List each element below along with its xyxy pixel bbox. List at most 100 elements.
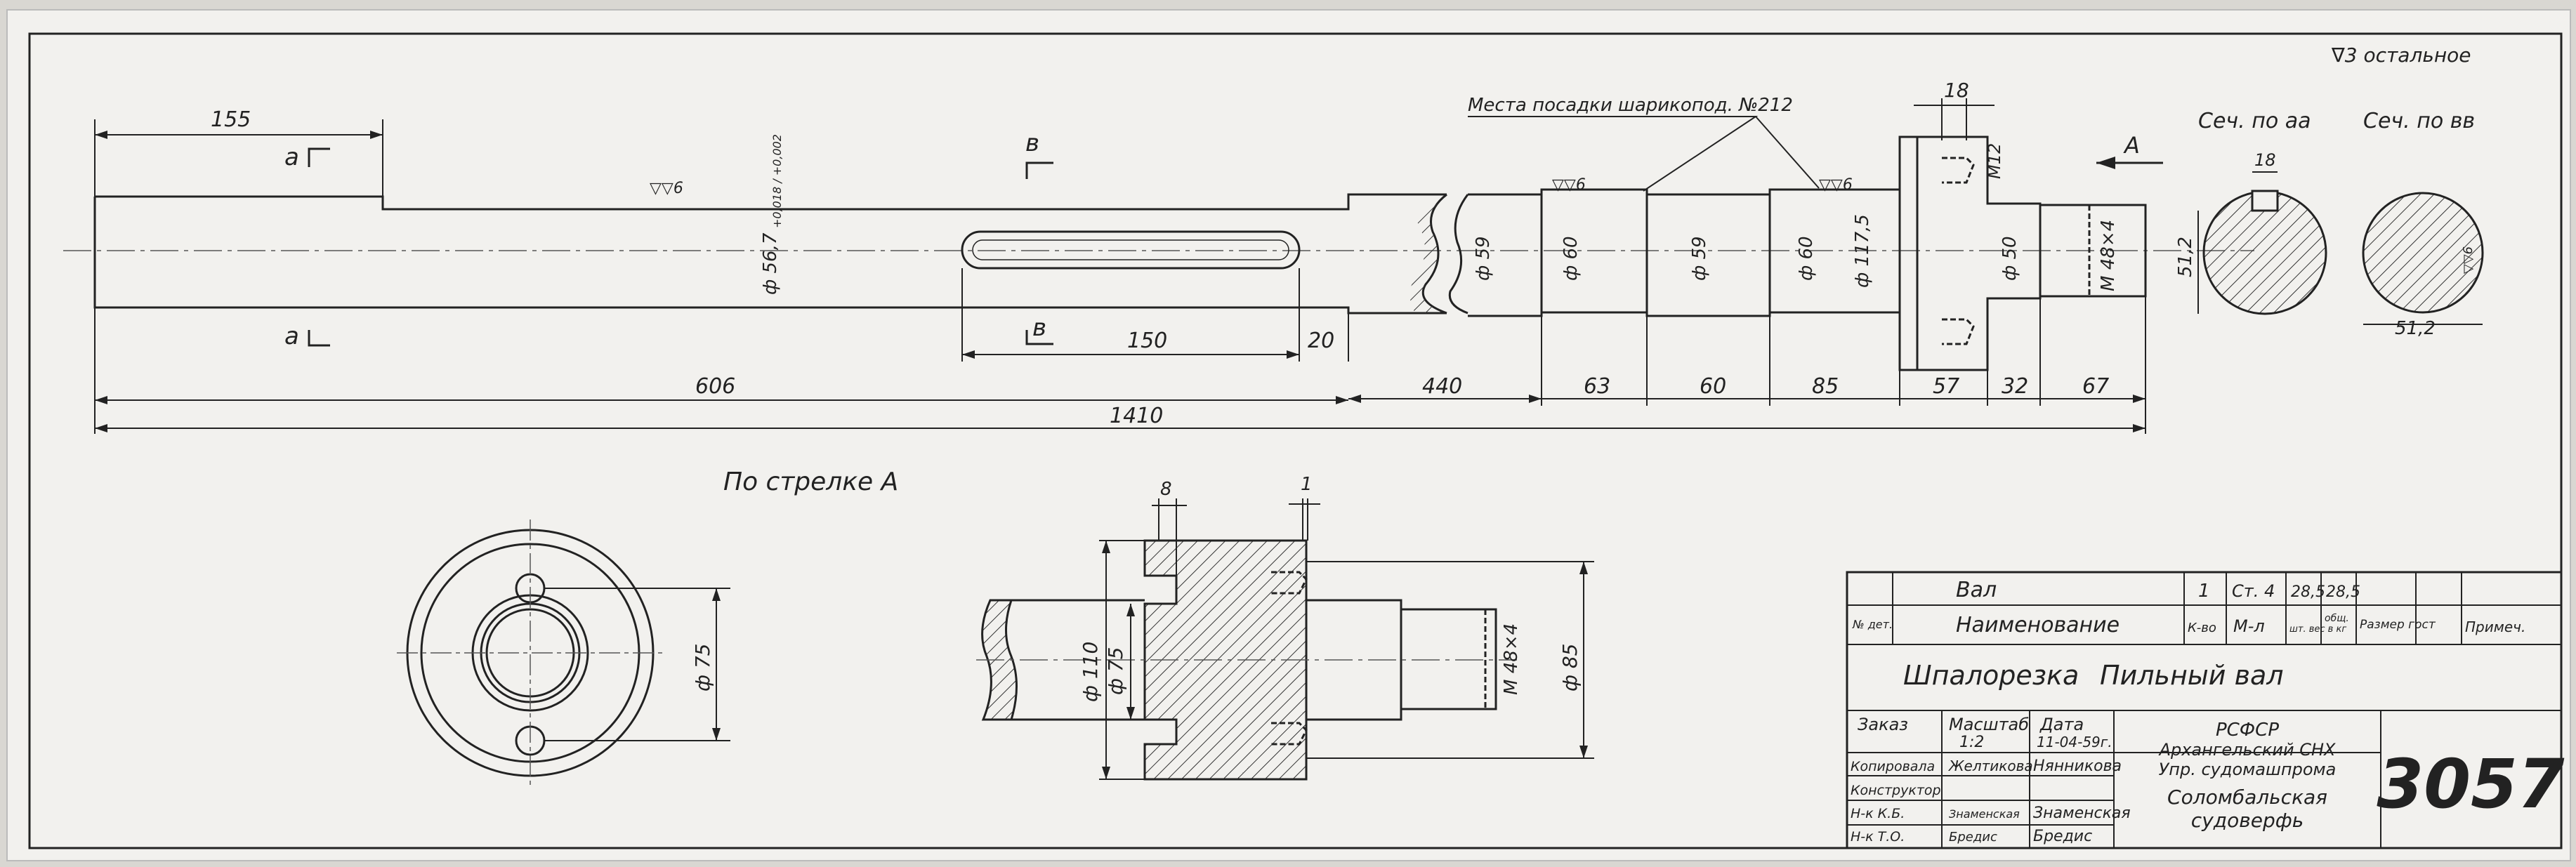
section-aa-512: 51,2 [2175, 237, 2196, 277]
tb-org-3: Упр. судомашпрома [2159, 760, 2337, 779]
roughness-mark-2: ▽▽6 [1552, 176, 1586, 194]
dia-59a: ф 59 [1473, 236, 1494, 281]
tb-weight-2: 28,5 [2326, 583, 2360, 601]
section-markers: а а в в A [284, 129, 2163, 350]
dia-567: ф 56,7 [760, 232, 781, 295]
tb-part: Пильный вал [2100, 660, 2284, 691]
section-aa-keyway [2251, 190, 2279, 212]
tb-mat-header: М-л [2233, 616, 2265, 636]
section-mark-a-bottom [308, 330, 330, 347]
dia-1175: ф 117,5 [1852, 214, 1873, 288]
break-hatch-left [1409, 194, 1447, 313]
section-mark-b-bottom [1025, 330, 1053, 345]
shaft-right-segment [1468, 135, 2147, 371]
section-bb-circle [2362, 192, 2484, 314]
tb-name-1: Нянникова [2033, 757, 2122, 775]
tb-signature-4: Бредис [1949, 830, 1997, 845]
view-arrow-label: A [2123, 132, 2140, 159]
thread-m48-flange: M 48×4 [1501, 623, 1522, 695]
roughness-note: ∇3 остальное [2331, 44, 2471, 67]
tb-scale: 1:2 [1959, 734, 1984, 751]
dim-60: 60 [1700, 374, 1726, 399]
dia-75b: ф 75 [691, 644, 714, 691]
dia-59b: ф 59 [1689, 236, 1710, 281]
dim-32: 32 [2002, 374, 2028, 399]
view-a-end: ф 75 [397, 519, 730, 786]
tb-role-copied: Копировала [1851, 759, 1935, 774]
tb-order: Заказ [1858, 715, 1908, 734]
section-aa: Сеч. по аа 18 51,2 [2175, 109, 2327, 315]
view-a-title: По стрелке A [723, 468, 898, 496]
section-aa-18: 18 [2254, 150, 2276, 170]
tb-signature-3: Знаменская [1949, 807, 2020, 821]
bearing-leader-2 [1755, 116, 1820, 189]
tb-name-4: Бредис [2033, 828, 2092, 845]
dim-1: 1 [1301, 474, 1313, 495]
tb-org-5: судоверфь [2191, 809, 2304, 832]
bearing-seat-note: Места посадки шарикопод. №212 [1468, 95, 1793, 116]
flange-holes [1271, 571, 1308, 746]
flange-section: ф 110 ф 75 M 48×4 ф 85 8 1 [976, 474, 1594, 781]
section-label-a-top: а [284, 143, 299, 171]
tb-date-header: Дата [2039, 715, 2084, 734]
tb-note-header: Примеч. [2465, 618, 2525, 635]
section-aa-title: Сеч. по аа [2198, 109, 2311, 133]
dim-440: 440 [1422, 374, 1462, 399]
drawing-frame [28, 32, 2563, 849]
dia-110: ф 110 [1079, 642, 1102, 702]
tb-size-header: Размер гост [2360, 618, 2436, 632]
tb-signature-1: Желтикова [1947, 757, 2033, 774]
section-bb-mark: ▽▽6 [2461, 246, 2476, 274]
tb-num-header: № дет. [1852, 618, 1893, 631]
tb-material: Ст. 4 [2232, 581, 2275, 601]
thread-m48-main: M 48×4 [2098, 220, 2119, 291]
dim-8: 8 [1160, 479, 1172, 500]
tb-role-designer: Конструктор [1851, 783, 1941, 798]
section-mark-b-top [1025, 161, 1053, 179]
roughness-mark-3: ▽▽6 [1819, 176, 1853, 194]
tb-role-head-to: Н-к Т.О. [1851, 829, 1905, 845]
main-dimensions: 155 606 1410 150 20 440 63 60 85 57 32 6… [94, 79, 2146, 434]
dim-m12: M12 [1985, 143, 2004, 179]
dim-67: 67 [2082, 374, 2109, 399]
dia-85: ф 85 [1558, 644, 1582, 691]
tb-date: 11-04-59г. [2037, 734, 2112, 750]
diameter-labels: ф 56,7 +0,018 / +0,002 ф 59 ф 60 ф 59 ф … [760, 134, 2119, 295]
roughness-mark-1: ▽▽6 [650, 180, 683, 197]
tb-name-3: Знаменская [2033, 805, 2131, 822]
tb-part-name: Вал [1956, 578, 1997, 602]
dia-75a: ф 75 [1104, 647, 1127, 695]
tb-scale-header: Масштаб [1949, 715, 2029, 734]
section-label-b-top: в [1025, 129, 1039, 157]
dim-57: 57 [1933, 374, 1959, 399]
break-line-right [1448, 194, 1469, 315]
tb-drawing-number: 3057 [2377, 745, 2564, 823]
tb-machine: Шпалорезка [1903, 660, 2079, 691]
tb-weight-1: 28,5 [2291, 583, 2325, 601]
tb-org-2: Архангельский СНХ [2158, 740, 2336, 760]
section-label-a-bottom: а [284, 322, 299, 350]
tb-role-head-kb: Н-к К.Б. [1851, 806, 1905, 821]
dia-60b: ф 60 [1796, 236, 1817, 281]
dia-60a: ф 60 [1560, 236, 1582, 281]
dim-20: 20 [1308, 329, 1334, 353]
dim-150: 150 [1127, 329, 1167, 353]
dim-1410: 1410 [1110, 404, 1163, 428]
section-bb-512: 51,2 [2395, 318, 2436, 339]
section-bb-title: Сеч. по вв [2363, 109, 2475, 133]
dim-63: 63 [1584, 374, 1610, 399]
dim-155: 155 [211, 107, 251, 132]
tb-org-1: РСФСР [2216, 720, 2279, 741]
dia-50: ф 50 [1999, 236, 2020, 281]
tb-total-header: общ. [2325, 613, 2349, 624]
dim-18: 18 [1944, 79, 1969, 102]
flange-shaft-lines [990, 599, 1145, 721]
dim-606: 606 [695, 374, 735, 399]
tb-org-4: Соломбальская [2167, 786, 2327, 809]
section-mark-a-top [308, 147, 330, 167]
m12-holes [1942, 157, 1975, 345]
title-block: Вал 1 Ст. 4 28,5 28,5 № дет. Наименовани… [1846, 571, 2565, 849]
dia-567-tol: +0,018 / +0,002 [770, 134, 784, 228]
tb-name-header: Наименование [1956, 613, 2120, 637]
